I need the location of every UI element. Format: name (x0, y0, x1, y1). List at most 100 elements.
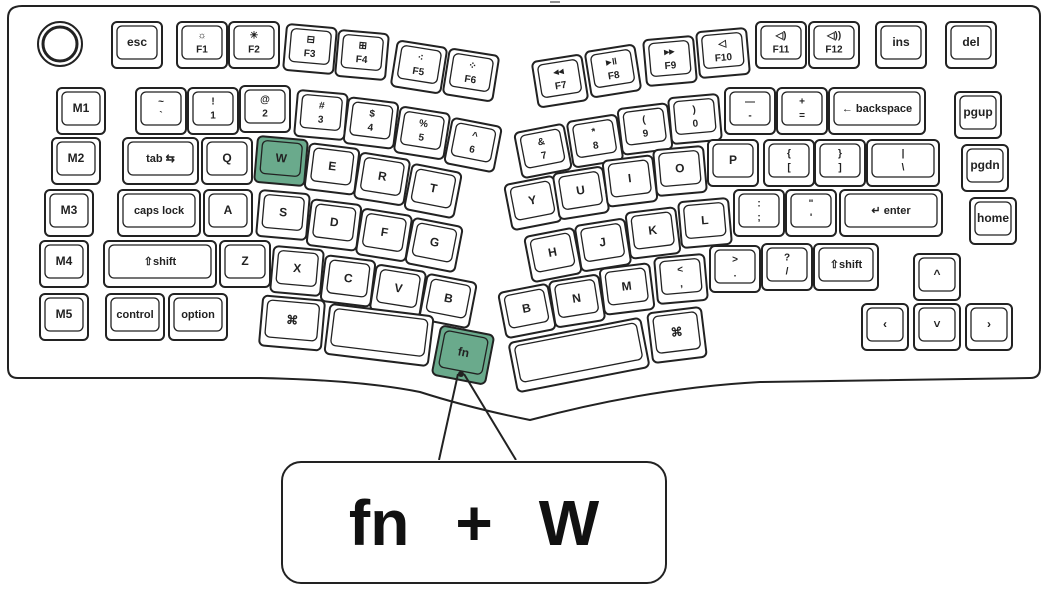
keycap-top (604, 267, 649, 306)
keycap-top (116, 25, 158, 60)
key-legend: caps lock (134, 205, 185, 217)
key-legend: F10 (714, 52, 733, 64)
key-legend: ▸▸ (663, 46, 676, 58)
keycap-top (918, 307, 956, 342)
key-legend: F5 (412, 66, 426, 79)
keycap-top (108, 244, 212, 279)
key-legend: F7 (554, 80, 568, 93)
key-legend: ‹ (883, 317, 887, 331)
key-legend: R (377, 169, 388, 184)
key-legend: $ (369, 108, 376, 120)
key-legend: B (521, 300, 533, 315)
key-up: ^ (913, 253, 961, 301)
keycap-top (275, 250, 319, 287)
key-legend: ⇧shift (830, 259, 863, 271)
keycap-top (349, 101, 394, 140)
key-i: I (601, 154, 659, 208)
keycap-top (181, 25, 223, 60)
keycap-top (529, 232, 576, 273)
keycap-top (648, 40, 692, 77)
key-backslash: |\ (866, 139, 940, 187)
key-legend: fn (457, 344, 471, 360)
key-legend: F3 (303, 48, 316, 60)
key-legend: F4 (355, 54, 368, 66)
key-legend: ) (692, 105, 696, 116)
key-legend: @ (260, 95, 270, 106)
key-period: >. (709, 245, 761, 293)
key-m: M (598, 262, 656, 316)
key-legend: G (429, 234, 441, 250)
key-h: H (523, 227, 583, 283)
key-r: R (353, 152, 411, 206)
keycap-top (781, 91, 823, 126)
keycap-top (110, 297, 160, 332)
key-lspace (323, 303, 435, 367)
key-legend: B (443, 291, 455, 306)
key-legend: < (677, 264, 684, 275)
key-legend: . (734, 269, 737, 280)
key-legend: X (293, 261, 302, 276)
combo-key-fn: fn (348, 486, 410, 559)
key-legend: , (680, 279, 684, 290)
key-f6: ⁘F6 (442, 48, 500, 102)
key-c: C (319, 254, 377, 308)
key-fn: fn (431, 325, 495, 385)
key-right: › (965, 303, 1013, 351)
key-k: K (624, 206, 682, 260)
key-lbracket: {[ (763, 139, 815, 187)
key-legend: F11 (773, 45, 790, 56)
keycap-top (49, 193, 89, 228)
key-legend: 7 (540, 150, 548, 162)
key-m1: M1 (56, 87, 106, 135)
keycap-top (173, 297, 223, 332)
keycap-top (299, 94, 343, 131)
key-m5: M5 (39, 293, 89, 341)
keycap-top (729, 91, 771, 126)
keycap-top (844, 193, 938, 228)
key-tab: tab ⇆ (122, 137, 199, 185)
key-legend: ◂◂ (552, 66, 566, 79)
keycap-top (701, 32, 745, 69)
keycap-top (192, 91, 234, 126)
key-v: V (369, 264, 427, 318)
key-legend: A (224, 203, 233, 217)
keycap-top (340, 34, 384, 71)
combo-plus: + (455, 486, 493, 559)
keycap-top (974, 201, 1012, 236)
keycap-top (244, 89, 286, 124)
key-semicolon: :; (733, 189, 785, 237)
key-f8: ▸॥F8 (584, 44, 642, 98)
key-legend: W (275, 151, 288, 166)
keycap-top (768, 143, 810, 178)
key-rcmd: ⌘ (646, 306, 708, 364)
keycap-top (224, 244, 266, 279)
keycap-top (766, 247, 808, 282)
keycap-top (127, 141, 194, 176)
key-legend: Z (241, 254, 248, 268)
keycap-top (259, 140, 303, 177)
key-legend: home (977, 211, 1009, 225)
key-legend: ˅ (933, 317, 940, 331)
key-rbracket: }] (814, 139, 866, 187)
key-home: home (969, 197, 1017, 245)
key-legend: 8 (592, 140, 600, 152)
keycap-top (813, 25, 855, 60)
key-enter: ↵ enter (839, 189, 943, 237)
keycap-top (712, 143, 754, 178)
key-del: del (945, 21, 997, 69)
left-key-cluster: esc☼F1☀F2⊟F3⊞F4⁖F5⁘F6M1M2M3M4M5~`!1@2#3$… (39, 21, 503, 385)
key-legend: - (748, 111, 751, 122)
key-b: B (418, 273, 478, 329)
key-legend: ^ (933, 267, 940, 281)
callout-lines (438, 371, 517, 460)
keycap-top (56, 141, 96, 176)
key-legend: F8 (607, 70, 621, 83)
key-legend: S (279, 205, 288, 220)
key-a: A (203, 189, 253, 237)
keycap-top (400, 111, 445, 150)
key-e: E (303, 142, 361, 196)
key-legend: ^ (471, 130, 479, 142)
key-x: X (269, 245, 325, 297)
keycap-top (554, 279, 599, 318)
key-quote: "' (785, 189, 837, 237)
